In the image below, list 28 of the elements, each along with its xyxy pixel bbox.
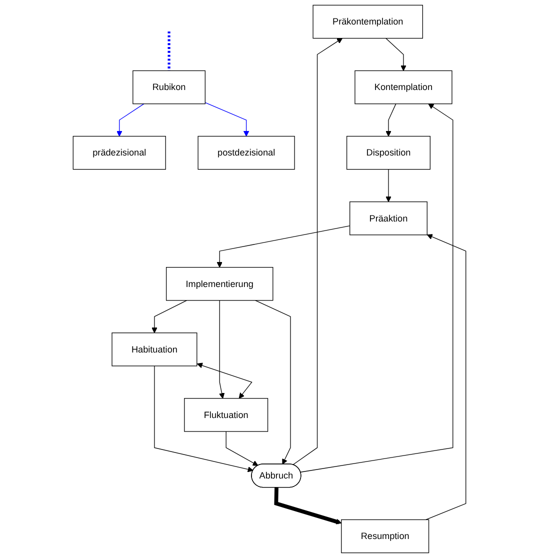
arrow <box>116 104 144 137</box>
arrow <box>426 234 466 520</box>
arrow <box>196 362 252 399</box>
connector <box>168 31 170 71</box>
node-box: Habituation <box>112 332 198 366</box>
node-box: Präaktion <box>350 201 428 236</box>
node-box: Implementierung <box>166 267 274 301</box>
arrow <box>154 366 254 472</box>
node-box: Disposition <box>346 136 430 170</box>
arrow <box>255 300 291 464</box>
arrow <box>292 38 343 466</box>
node-box: postdezisional <box>198 136 295 170</box>
arrow <box>274 488 342 524</box>
node-box: Rubikon <box>132 70 206 104</box>
arrow <box>386 169 392 202</box>
node-box: Präkontemplation <box>312 4 423 39</box>
arrow <box>152 300 188 334</box>
node-box: Fluktuation <box>184 398 268 432</box>
arrow <box>386 38 406 71</box>
node-box: prädezisional <box>72 136 166 170</box>
arrow <box>226 431 258 466</box>
arrow <box>386 104 396 137</box>
arrow <box>204 102 250 137</box>
node-box: Kontemplation <box>354 70 452 104</box>
arrow <box>300 104 454 472</box>
arrow <box>216 226 350 268</box>
arrow <box>219 300 225 399</box>
node-box: Resumption <box>341 519 430 554</box>
